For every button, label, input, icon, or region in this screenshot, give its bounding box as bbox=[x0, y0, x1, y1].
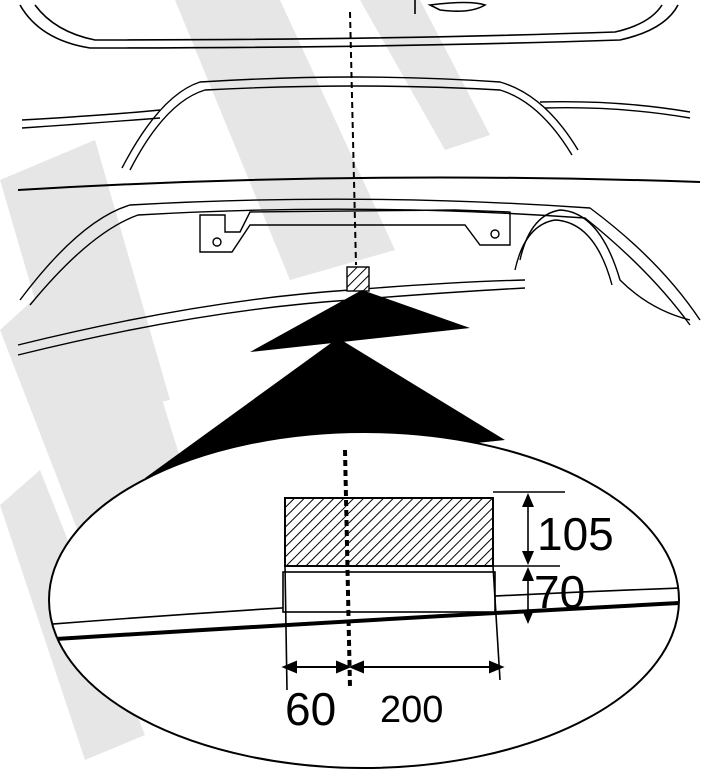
body-contour-upper bbox=[21, 76, 691, 171]
height-dimension-arrows bbox=[522, 493, 534, 624]
bumper-top bbox=[19, 0, 679, 49]
width-dimension-right bbox=[348, 660, 505, 674]
mounting-spacer bbox=[282, 571, 496, 613]
ext-line-left bbox=[284, 565, 288, 691]
zoom-wedge-top bbox=[250, 290, 470, 352]
dimension-label-105: 105 bbox=[537, 508, 614, 560]
lower-body bbox=[17, 198, 701, 356]
dimension-label-60: 60 bbox=[285, 683, 336, 735]
bumper-line bbox=[17, 176, 701, 191]
mounting-point-small bbox=[346, 266, 370, 292]
bumper-line-thick bbox=[49, 601, 679, 642]
mounting-plate-hatched bbox=[284, 497, 494, 567]
center-line-upper bbox=[349, 11, 357, 266]
width-dimension-left bbox=[281, 660, 352, 674]
dimension-label-70: 70 bbox=[534, 566, 585, 618]
ext-line-right bbox=[492, 565, 501, 681]
tow-bracket bbox=[199, 209, 511, 253]
dimension-label-200: 200 bbox=[380, 689, 443, 731]
